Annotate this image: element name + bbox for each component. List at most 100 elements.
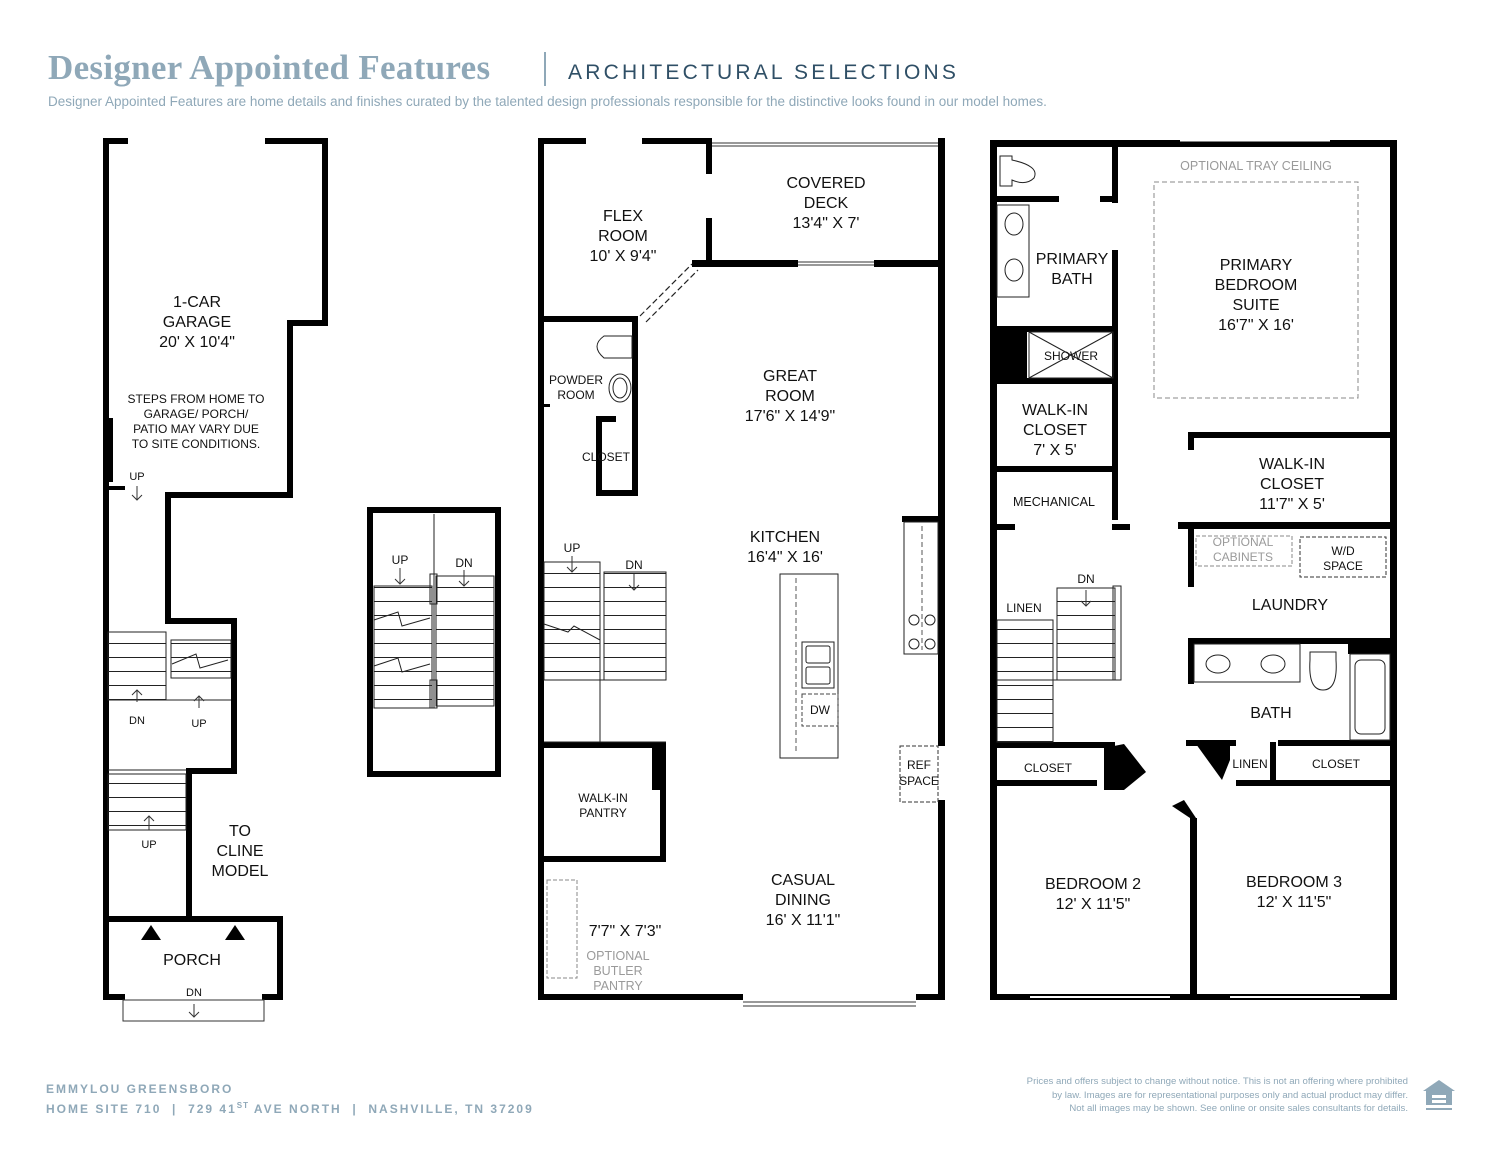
flex-room-dims: 10' X 9'4" [590, 248, 657, 265]
powder-room-fixtures [596, 335, 633, 403]
porch-column-icon [225, 925, 245, 940]
walk-in-closet-label: WALK-IN [1022, 402, 1088, 419]
upper-level-windows [1030, 138, 1360, 998]
walk-in-closet-dims: 7' X 5' [1033, 442, 1076, 459]
kitchen-label: KITCHEN [750, 529, 820, 546]
upper-level-walls [990, 140, 1397, 1000]
stair-dn-label: DN [186, 987, 202, 999]
equal-housing-icon [1423, 1080, 1455, 1110]
street-name: AVE NORTH [249, 1102, 342, 1116]
garage-note: GARAGE/ PORCH/ [144, 407, 249, 421]
casual-dining-label: DINING [775, 892, 831, 909]
primary-suite-label: SUITE [1232, 297, 1279, 314]
bedroom-2-dims: 12' X 11'5" [1056, 896, 1131, 913]
garage-walls [103, 138, 328, 1000]
to-cline-label: CLINE [216, 843, 263, 860]
upper-level-plan: OPTIONAL TRAY CEILING PRIMARY BATH PRIMA… [990, 138, 1397, 1000]
butler-pantry-label: OPTIONAL [586, 949, 649, 963]
home-site-number: HOME SITE 710 [46, 1102, 162, 1116]
garage-label: GARAGE [163, 314, 231, 331]
casual-dining-label: CASUAL [771, 872, 835, 889]
tray-ceiling-label: OPTIONAL TRAY CEILING [1180, 159, 1332, 173]
primary-suite-dims: 16'7" X 16' [1218, 317, 1294, 334]
disclaimer-line: Not all images may be shown. See online … [1069, 1103, 1408, 1114]
page-title: Designer Appointed Features [48, 48, 491, 87]
casual-dining-dims: 16' X 11'1" [766, 912, 841, 929]
stair-up-label: UP [129, 471, 144, 483]
closet-label: CLOSET [1312, 757, 1361, 771]
covered-deck-dims: 13'4" X 7' [793, 215, 860, 232]
disclaimer-line: Prices and offers subject to change with… [1026, 1076, 1408, 1087]
linen-label: LINEN [1232, 757, 1267, 771]
garage-note: STEPS FROM HOME TO [128, 392, 265, 406]
disclaimer-line: by law. Images are for representational … [1051, 1089, 1408, 1101]
optional-cabinets-label: OPTIONAL [1213, 535, 1274, 549]
closet-wall-mass [1104, 744, 1146, 790]
bedroom-3-dims: 12' X 11'5" [1257, 894, 1332, 911]
main-level-windows [639, 142, 938, 1007]
stair-up-label: UP [392, 553, 409, 567]
bath-label: BATH [1250, 705, 1291, 722]
powder-room-label: POWDER [549, 373, 603, 387]
stair-up-label: UP [191, 718, 206, 730]
mechanical-label: MECHANICAL [1013, 495, 1095, 509]
street-suffix: ST [236, 1101, 250, 1110]
upper-level-fixtures [996, 155, 1391, 743]
shower-label: SHOWER [1044, 349, 1098, 363]
garage-label: 1-CAR [173, 294, 221, 311]
kitchen-fixtures [546, 521, 939, 979]
main-level-stairs [543, 556, 667, 743]
primary-suite-label: PRIMARY [1220, 257, 1293, 274]
walk-in-pantry-label: PANTRY [579, 806, 627, 820]
great-room-dims: 17'6" X 14'9" [745, 408, 835, 425]
primary-suite-label: BEDROOM [1215, 277, 1298, 294]
city-state-zip: NASHVILLE, TN 37209 [368, 1102, 534, 1116]
community-name: EMMYLOU GREENSBORO [46, 1082, 234, 1096]
butler-pantry-dims: 7'7" X 7'3" [589, 923, 662, 940]
garage-note: PATIO MAY VARY DUE [133, 422, 259, 436]
main-level-plan: FLEX ROOM 10' X 9'4" COVERED DECK 13'4" … [538, 138, 945, 1007]
laundry-label: LAUNDRY [1252, 597, 1329, 614]
garage-note: TO SITE CONDITIONS. [132, 437, 260, 451]
ref-space-label: SPACE [899, 774, 939, 788]
butler-pantry-label: BUTLER [593, 964, 642, 978]
walk-in-pantry-label: WALK-IN [578, 791, 628, 805]
wd-space-label: W/D [1331, 544, 1355, 558]
porch-column-icon [141, 925, 161, 940]
to-cline-label: MODEL [212, 863, 269, 880]
great-room-label: ROOM [765, 388, 815, 405]
flex-room-label: ROOM [598, 228, 648, 245]
wd-space-label: SPACE [1323, 559, 1363, 573]
stair-dn-label: DN [129, 715, 145, 727]
home-site-address: HOME SITE 710 | 729 41ST AVE NORTH | NAS… [46, 1101, 534, 1116]
stair-dn-label: DN [455, 556, 472, 570]
primary-bath-label: BATH [1051, 271, 1092, 288]
stair-up-label: UP [141, 839, 156, 851]
stair-up-label: UP [564, 541, 581, 555]
kitchen-dims: 16'4" X 16' [747, 549, 823, 566]
to-cline-label: TO [229, 823, 251, 840]
stair-dn-label: DN [1077, 572, 1094, 586]
door-wall-mass [1172, 800, 1196, 818]
garage-level-plan: 1-CAR GARAGE 20' X 10'4" STEPS FROM HOME… [103, 138, 328, 1022]
garage-dims: 20' X 10'4" [159, 334, 235, 351]
closet-label: CLOSET [1024, 761, 1073, 775]
primary-bath-label: PRIMARY [1036, 251, 1109, 268]
great-room-label: GREAT [763, 368, 817, 385]
page-subtitle: ARCHITECTURAL SELECTIONS [568, 61, 960, 84]
butler-pantry-label: PANTRY [593, 979, 643, 993]
ref-space-label: REF [907, 758, 931, 772]
page-description: Designer Appointed Features are home det… [48, 94, 1047, 109]
closet-label: CLOSET [582, 450, 631, 464]
walk-in-closet-label: WALK-IN [1259, 456, 1325, 473]
garage-stairs [107, 486, 232, 831]
dishwasher-label: DW [810, 703, 831, 717]
disclaimer: Prices and offers subject to change with… [888, 1075, 1408, 1116]
stair-dn-label: DN [625, 558, 642, 572]
bedroom-2-label: BEDROOM 2 [1045, 876, 1141, 893]
optional-cabinets-label: CABINETS [1213, 550, 1273, 564]
porch-label: PORCH [163, 952, 221, 969]
bedroom-3-label: BEDROOM 3 [1246, 874, 1342, 891]
walk-in-closet-label: CLOSET [1023, 422, 1087, 439]
